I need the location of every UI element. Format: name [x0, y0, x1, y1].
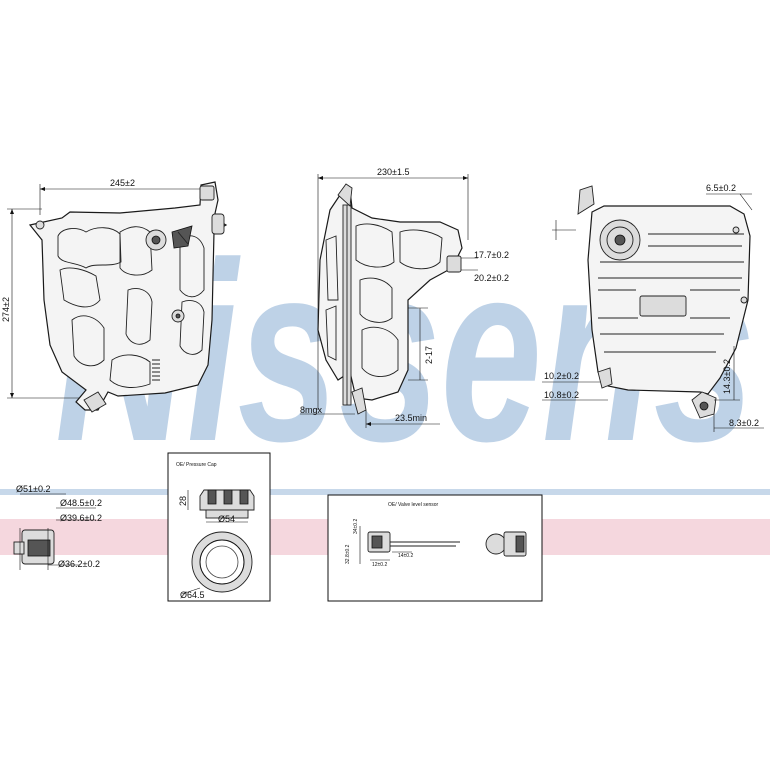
outlet-dim-a: Ø51±0.2 — [16, 484, 50, 494]
side-dim-d: 8mgx — [300, 405, 323, 415]
sensor-box-title: OE/ Valve level sensor — [388, 502, 439, 508]
side-dim-e: 23.5min — [395, 413, 427, 423]
outlet-detail: Ø51±0.2 Ø48.5±0.2 Ø39.6±0.2 Ø36.2±0.2 — [13, 484, 102, 570]
level-sensor-box: OE/ Valve level sensor 34±0.2 32.8±0.2 1… — [327, 494, 543, 602]
side-dim-a: 17.7±0.2 — [474, 250, 509, 260]
sensor-dim-c: 12±0.2 — [372, 562, 387, 568]
side-view: 230±1.5 17.7±0.2 20.2±0.2 2-17 8mgx — [300, 167, 509, 428]
front-height-label: 274±2 — [1, 297, 11, 322]
sensor-end-view — [485, 533, 507, 555]
sensor-dim-d: 14±0.2 — [398, 553, 413, 559]
side-dim-b: 20.2±0.2 — [474, 273, 509, 283]
sensor-dim-b: 32.8±0.2 — [345, 544, 351, 564]
outlet-dim-b: Ø48.5±0.2 — [60, 498, 102, 508]
outlet-dim-d: Ø36.2±0.2 — [58, 559, 100, 569]
front-view: 245±2 274±2 — [1, 178, 228, 413]
sensor-dim-a: 34±0.2 — [353, 519, 359, 534]
pressure-cap-box: OE/ Pressure Cap 28 Ø54 Ø64.5 — [167, 452, 271, 602]
watermark-stripe-blue — [0, 489, 770, 495]
rear-dim-c: 10.8±0.2 — [544, 390, 579, 400]
side-width-label: 230±1.5 — [377, 167, 409, 177]
rear-view: 6.5±0.2 10.2±0.2 10.8±0.2 14.3±0.2 8.3±0… — [542, 183, 764, 432]
cap-box-title: OE/ Pressure Cap — [176, 462, 217, 468]
side-tank-body — [317, 189, 463, 401]
front-width-label: 245±2 — [110, 178, 135, 188]
side-dim-c: 2-17 — [424, 346, 434, 364]
rear-dim-b: 10.2±0.2 — [544, 371, 579, 381]
cap-dim-inner: Ø54 — [218, 514, 235, 524]
cap-dim-height: 28 — [178, 496, 188, 506]
cap-dim-outer: Ø64.5 — [180, 590, 205, 600]
outlet-dim-c: Ø39.6±0.2 — [60, 513, 102, 523]
rear-dim-e: 8.3±0.2 — [729, 418, 759, 428]
rear-dim-d: 14.3±0.2 — [722, 359, 732, 394]
side-nozzle — [446, 255, 462, 273]
rear-dim-a: 6.5±0.2 — [706, 183, 736, 193]
